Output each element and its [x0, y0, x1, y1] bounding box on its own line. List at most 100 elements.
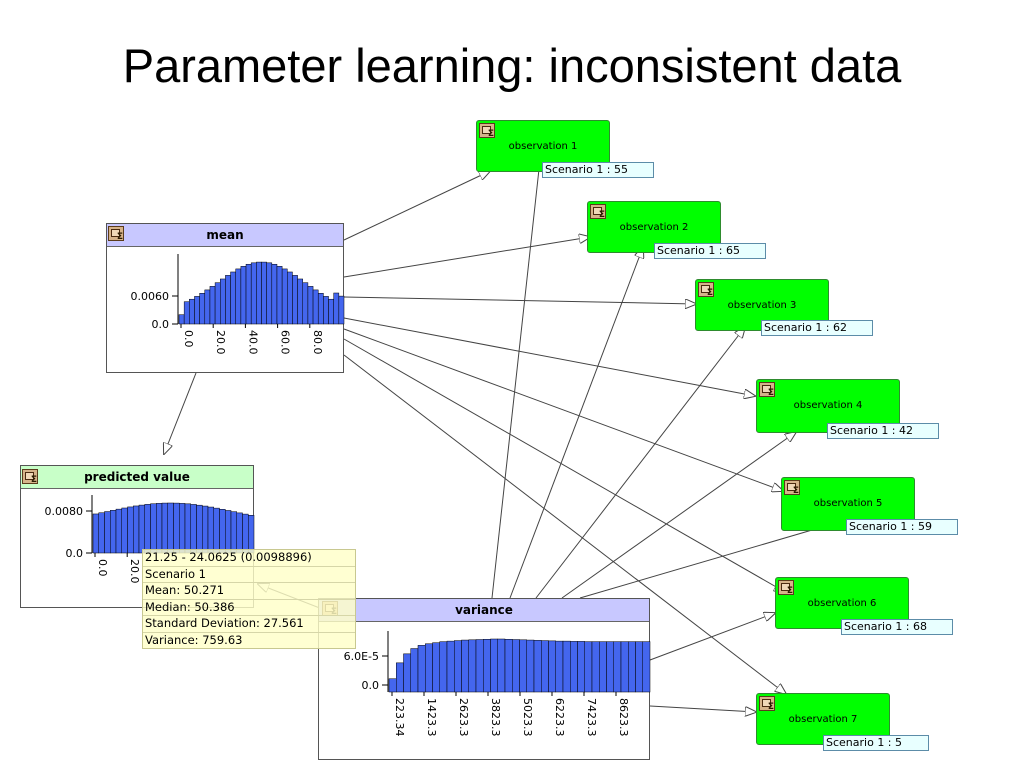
- variance-y-tick-label: 6.0E-5: [344, 650, 379, 663]
- predicted-x-tick-label: 20.0: [128, 559, 141, 584]
- predicted-value-node-title: predicted value: [21, 466, 253, 489]
- variance-bar: [526, 639, 535, 693]
- variance-bar: [548, 640, 556, 693]
- slide-title: Parameter learning: inconsistent data: [122, 39, 902, 92]
- variance-bar: [606, 641, 614, 693]
- observation-label: observation 7: [788, 714, 858, 725]
- predicted-bar: [236, 512, 243, 554]
- mean-bar: [328, 298, 334, 325]
- observation-1-cpt-icon[interactable]: [479, 123, 495, 139]
- mean-bar: [302, 282, 309, 325]
- mean-bar: [199, 293, 206, 325]
- observation-4-cpt-icon[interactable]: [759, 382, 775, 398]
- mean-bar: [338, 295, 345, 325]
- mean-x-tick-label: 60.0: [279, 330, 292, 355]
- predicted-bar: [115, 508, 122, 554]
- mean-bar: [281, 268, 288, 325]
- observation-label: observation 1: [508, 141, 578, 152]
- predicted-y-tick-label: 0.0080: [45, 505, 84, 518]
- mean-x-tick-label: 0.0: [182, 330, 195, 348]
- variance-bar: [417, 645, 426, 693]
- mean-bar: [178, 314, 185, 325]
- edge-variance-to-observation-1: [491, 160, 540, 599]
- mean-bar: [312, 289, 319, 325]
- observation-label: observation 5: [813, 498, 883, 509]
- mean-bar: [204, 289, 211, 325]
- mean-bar: [261, 261, 267, 325]
- observation-3-cpt-icon[interactable]: [698, 282, 714, 298]
- variance-bar: [591, 641, 600, 693]
- predicted-bar: [121, 507, 128, 554]
- edge-variance-to-observation-7: [649, 705, 756, 712]
- variance-bar: [512, 639, 520, 693]
- observation-label: observation 6: [807, 598, 877, 609]
- variance-bar: [635, 641, 643, 693]
- observation-7-scenario: Scenario 1 : 5: [823, 735, 929, 751]
- predicted-bar: [133, 505, 140, 554]
- variance-x-tick-label: 2623.3: [457, 698, 470, 737]
- mean-cpt-icon[interactable]: [108, 226, 124, 242]
- mean-bar: [220, 278, 226, 325]
- mean-bar: [240, 266, 247, 325]
- variance-x-tick-label: 8623.3: [617, 698, 630, 737]
- edge-mean-to-observation-4: [343, 317, 755, 396]
- predicted-bar: [248, 515, 255, 554]
- variance-bar: [620, 641, 629, 693]
- variance-bar: [446, 640, 455, 693]
- predicted-x-tick-label: 0.0: [96, 559, 109, 577]
- observation-2-cpt-icon[interactable]: [590, 204, 606, 220]
- mean-bar: [225, 275, 231, 325]
- variance-node-title: variance: [319, 599, 649, 622]
- mean-bar: [271, 263, 278, 325]
- edge-mean-to-observation-6: [343, 338, 785, 592]
- mean-y-tick-label: 0.0060: [131, 290, 170, 303]
- edge-mean-to-observation-5: [343, 328, 783, 491]
- observation-5-scenario: Scenario 1 : 59: [846, 519, 958, 535]
- tooltip-median: Median: 50.386: [143, 600, 355, 616]
- predicted-bar: [225, 510, 232, 554]
- variance-x-tick-label: 3823.3: [489, 698, 502, 737]
- variance-x-tick-label: 1423.3: [425, 698, 438, 737]
- edge-mean-to-observation-7: [343, 354, 786, 694]
- variance-bar: [504, 639, 513, 693]
- observation-2-scenario: Scenario 1 : 65: [654, 243, 766, 259]
- variance-x-tick-label: 5023.3: [521, 698, 534, 737]
- predicted-bar: [104, 511, 111, 554]
- predicted-bar: [190, 504, 197, 554]
- edge-variance-to-observation-2: [509, 247, 643, 599]
- predicted-bar: [196, 504, 203, 554]
- predicted-bar: [144, 504, 151, 554]
- observation-7-cpt-icon[interactable]: [759, 696, 775, 712]
- observation-4-scenario: Scenario 1 : 42: [827, 423, 939, 439]
- predicted-bar: [127, 506, 134, 554]
- variance-bar: [628, 641, 636, 693]
- mean-bar: [276, 266, 283, 325]
- mean-bar: [266, 262, 273, 325]
- tooltip-interval: 21.25 - 24.0625 (0.0098896): [143, 550, 355, 567]
- predicted-bar: [173, 502, 180, 554]
- mean-bar: [245, 263, 252, 325]
- variance-bar: [388, 678, 397, 693]
- tooltip-standard-deviation: Standard Deviation: 27.561: [143, 616, 355, 633]
- observation-1-scenario: Scenario 1 : 55: [542, 162, 654, 178]
- variance-bar: [483, 639, 491, 693]
- variance-bar: [570, 641, 578, 693]
- variance-bar: [475, 639, 484, 693]
- variance-bar: [468, 639, 477, 693]
- variance-bar: [403, 653, 411, 693]
- predicted-bar: [150, 503, 157, 554]
- variance-bar: [613, 641, 622, 693]
- observation-5-cpt-icon[interactable]: [784, 480, 800, 496]
- mean-bar: [297, 278, 303, 325]
- mean-x-tick-label: 20.0: [214, 330, 227, 355]
- predicted-value-cpt-icon[interactable]: [22, 469, 38, 485]
- mean-bar: [235, 268, 242, 325]
- observation-6-cpt-icon[interactable]: [778, 580, 794, 596]
- variance-bar: [425, 643, 433, 693]
- variance-bar: [562, 640, 571, 693]
- observation-6-scenario: Scenario 1 : 68: [841, 619, 953, 635]
